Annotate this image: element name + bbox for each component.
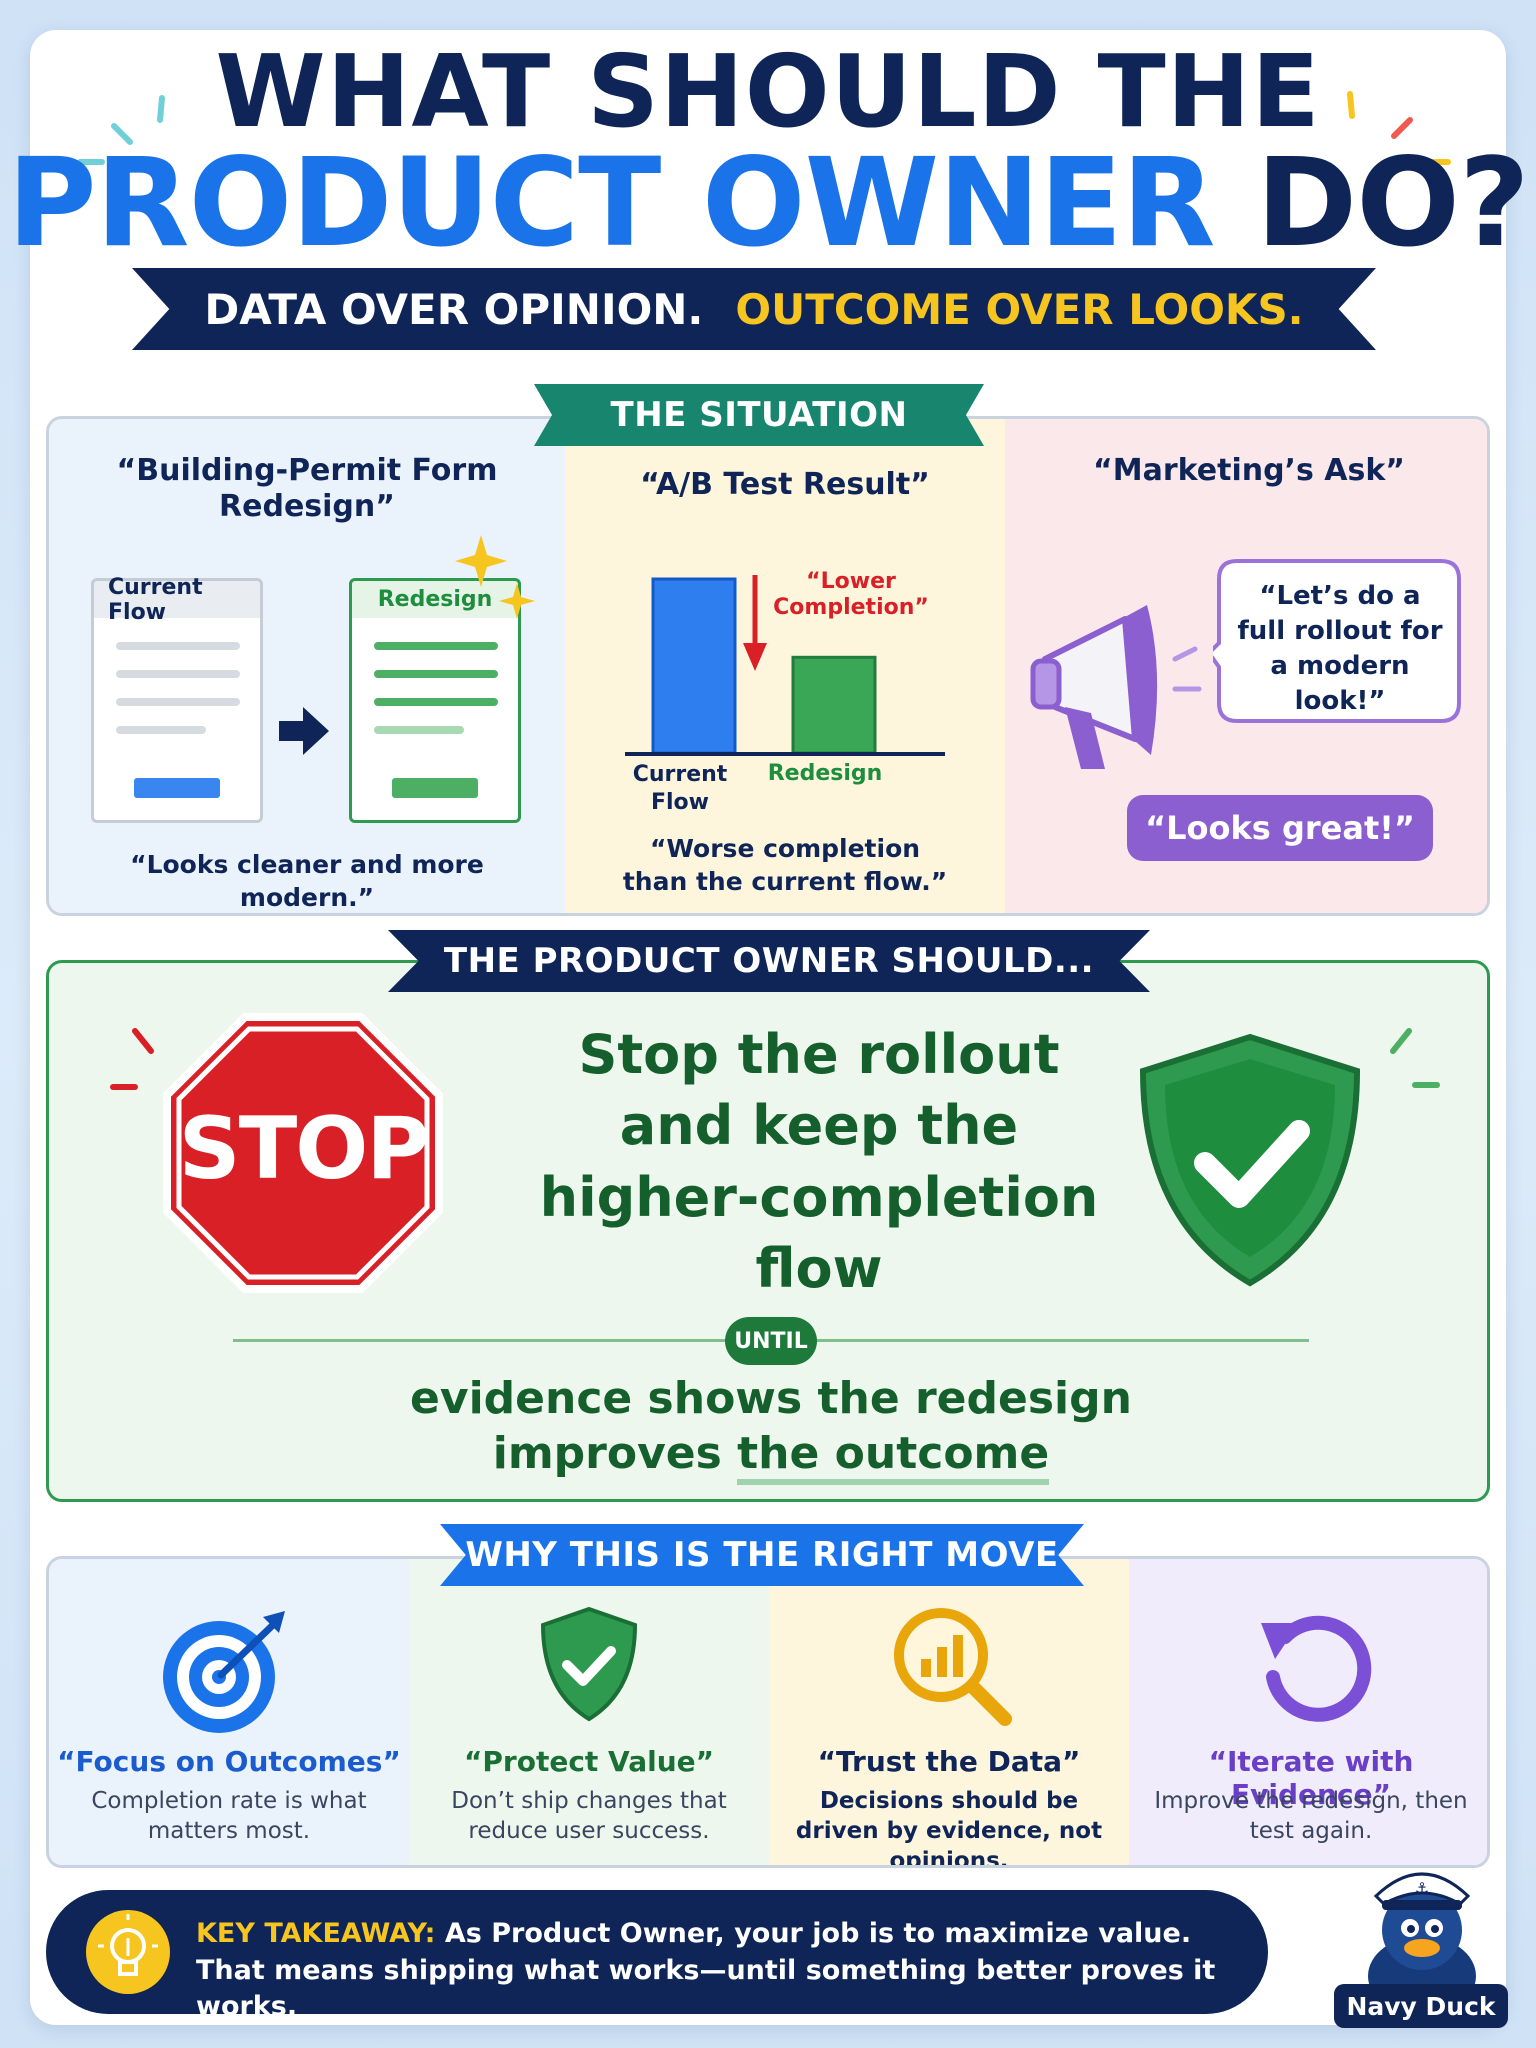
current-flow-mockup: Current Flow: [91, 575, 263, 823]
mascot-name: Navy Duck: [1334, 1984, 1508, 2028]
ab-test-chart: [625, 577, 945, 756]
why-panel: “Focus on Outcomes” Completion rate is w…: [46, 1556, 1490, 1868]
down-arrow-icon: [743, 575, 767, 671]
sub-line-2: improves the outcome: [249, 1426, 1293, 1485]
bar-current-flow: [651, 577, 737, 755]
why-desc-4: Improve the redesign, then test again.: [1154, 1788, 1468, 1844]
lightbulb-icon: [98, 1914, 158, 1976]
action-panel: STOP Stop the rollout and keep the highe…: [46, 960, 1490, 1502]
stop-sign-text: STOP: [178, 1099, 430, 1199]
why-desc-1: Completion rate is what matters most.: [91, 1788, 367, 1844]
why-title-1: “Focus on Outcomes”: [57, 1745, 401, 1778]
redesign-title: “Building-Permit Form Redesign”: [116, 453, 498, 524]
why-title-3: “Trust the Data”: [817, 1745, 1081, 1778]
arrow-right-icon: [279, 707, 329, 755]
sub-line-2-pre: improves: [492, 1428, 738, 1479]
megaphone-icon: [1030, 605, 1202, 769]
takeaway-line-2: That means shipping what works—until som…: [196, 1954, 1216, 2023]
speech-bubble: [1213, 559, 1461, 723]
until-badge: UNTIL: [725, 1317, 817, 1365]
sparkle-left-icon: [77, 95, 165, 165]
navy-duck-mascot-icon: ⚓: [1368, 1872, 1476, 1996]
why-desc-2: Don’t ship changes that reduce user succ…: [451, 1788, 727, 1844]
refresh-icon: [1261, 1615, 1372, 1722]
why-desc-3: Decisions should be driven by evidence, …: [795, 1788, 1103, 1868]
redesign-caption: “Looks cleaner and more modern.”: [130, 850, 484, 912]
chart-category-current: Current Flow: [632, 762, 728, 815]
banner-yellow-text: OUTCOME OVER LOOKS.: [735, 284, 1304, 334]
marketing-column: “Marketing’s Ask” “Let’s do a full rollo…: [1005, 419, 1487, 913]
why-label: WHY THIS IS THE RIGHT MOVE: [440, 1524, 1084, 1586]
title-line-2: PRODUCT OWNER DO?: [0, 142, 1536, 264]
shield-check-small-icon: [540, 1606, 638, 1722]
action-line-1: Stop the rollout: [578, 1023, 1060, 1086]
takeaway-bar: KEY TAKEAWAY: As Product Owner, your job…: [46, 1890, 1268, 2022]
why-title-4: “Iterate with Evidence”: [1208, 1745, 1414, 1811]
title-highlight: PRODUCT OWNER: [7, 132, 1215, 274]
current-flow-tab: Current Flow: [91, 575, 263, 625]
speech-bubble-text: “Let’s do a full rollout for a modern lo…: [1237, 581, 1443, 717]
action-label: THE PRODUCT OWNER SHOULD...: [388, 930, 1150, 992]
ab-test-caption: “Worse completion than the current flow.…: [622, 834, 948, 896]
bar-redesign: [791, 655, 877, 755]
sparkle-right-icon: [1347, 91, 1451, 165]
target-icon: [163, 1611, 285, 1733]
situation-label: THE SITUATION: [534, 384, 984, 446]
stop-sign-icon: [163, 1013, 443, 1293]
takeaway-line-1: As Product Owner, your job is to maximiz…: [444, 1918, 1192, 1949]
magnifier-chart-icon: [894, 1608, 1012, 1726]
action-main-text: Stop the rollout and keep the higher-com…: [469, 1019, 1169, 1304]
title-line-1: WHAT SHOULD THE: [215, 33, 1321, 150]
why-title-2: “Protect Value”: [463, 1745, 715, 1778]
shield-sparkle-icon: [1390, 1028, 1440, 1088]
sub-line-1: evidence shows the redesign: [410, 1373, 1132, 1424]
marketing-title: “Marketing’s Ask”: [1093, 453, 1405, 488]
ab-test-title: “A/B Test Result”: [640, 467, 930, 502]
shield-check-icon: [1139, 1033, 1361, 1287]
svg-text:⚓: ⚓: [1415, 1879, 1429, 1898]
title-end: DO?: [1256, 132, 1530, 274]
stop-sparkle-icon: [110, 1028, 154, 1090]
subtitle-banner: DATA OVER OPINION. OUTCOME OVER LOOKS.: [132, 268, 1376, 350]
sub-line-2-emphasis: the outcome: [737, 1428, 1050, 1485]
action-line-3: higher-completion: [539, 1165, 1099, 1229]
why-item-protect: “Protect Value” Don’t ship changes that …: [409, 1559, 769, 1865]
ab-test-column: “A/B Test Result” “Lower Completion” Cur…: [565, 419, 1005, 913]
why-item-iterate: “Iterate with Evidence” Improve the rede…: [1129, 1559, 1487, 1865]
banner-white-text: DATA OVER OPINION.: [204, 284, 704, 334]
situation-panel: “Building-Permit Form Redesign” Current …: [46, 416, 1490, 916]
redesign-column: “Building-Permit Form Redesign” Current …: [49, 419, 565, 913]
lightbulb-badge: [86, 1910, 170, 1994]
action-line-4: flow: [755, 1236, 883, 1300]
why-item-data: “Trust the Data” Decisions should be dri…: [769, 1559, 1129, 1865]
sparkle-stars-icon: [455, 535, 535, 619]
why-item-outcomes: “Focus on Outcomes” Completion rate is w…: [49, 1559, 409, 1865]
action-sub-text: evidence shows the redesign improves the…: [249, 1371, 1293, 1485]
chart-category-redesign: Redesign: [767, 761, 883, 786]
redesign-mockup: Redesign: [349, 578, 521, 823]
looks-great-pill: “Looks great!”: [1127, 795, 1433, 861]
takeaway-label: KEY TAKEAWAY:: [196, 1918, 436, 1949]
takeaway-text: KEY TAKEAWAY: As Product Owner, your job…: [196, 1916, 1268, 2026]
action-line-2: and keep the: [619, 1094, 1019, 1158]
lower-completion-annotation: “Lower Completion”: [773, 569, 929, 621]
